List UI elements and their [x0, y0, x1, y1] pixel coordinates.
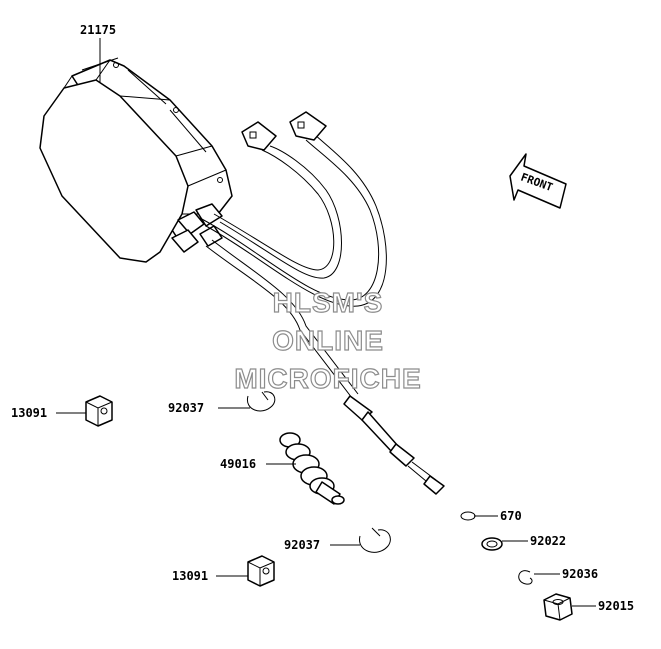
- callout-670: 670: [500, 509, 522, 523]
- control-cable: [205, 239, 445, 495]
- callout-92015: 92015: [598, 599, 634, 613]
- callout-21175: 21175: [80, 23, 116, 37]
- clamp-lower: [247, 555, 275, 587]
- washer: [481, 537, 503, 551]
- callout-92037-upper: 92037: [168, 401, 204, 415]
- callout-92036: 92036: [562, 567, 598, 581]
- watermark-line-1: HLSM'S: [273, 287, 384, 318]
- watermark: HLSM'S ONLINE MICROFICHE: [234, 286, 422, 394]
- callout-92022: 92022: [530, 534, 566, 548]
- callout-13091-lower: 13091: [172, 569, 208, 583]
- band-lower: [359, 527, 391, 553]
- watermark-line-3: MICROFICHE: [234, 363, 421, 394]
- band-upper: [246, 391, 276, 412]
- callout-92037-lower: 92037: [284, 538, 320, 552]
- circlip: [518, 570, 533, 585]
- o-ring: [460, 511, 476, 521]
- boot: [279, 432, 345, 505]
- nut: [543, 593, 573, 621]
- leader-lines: [56, 38, 596, 607]
- callout-labels: 21175 13091 92037 49016 92037 13091 670 …: [11, 23, 634, 613]
- front-direction-arrow: FRONT: [509, 153, 567, 209]
- callout-13091-upper: 13091: [11, 406, 47, 420]
- actuator-unit: [39, 57, 233, 263]
- callout-49016: 49016: [220, 457, 256, 471]
- clamp-upper: [85, 395, 113, 427]
- wire-harness: [199, 111, 387, 307]
- watermark-line-2: ONLINE: [272, 325, 384, 356]
